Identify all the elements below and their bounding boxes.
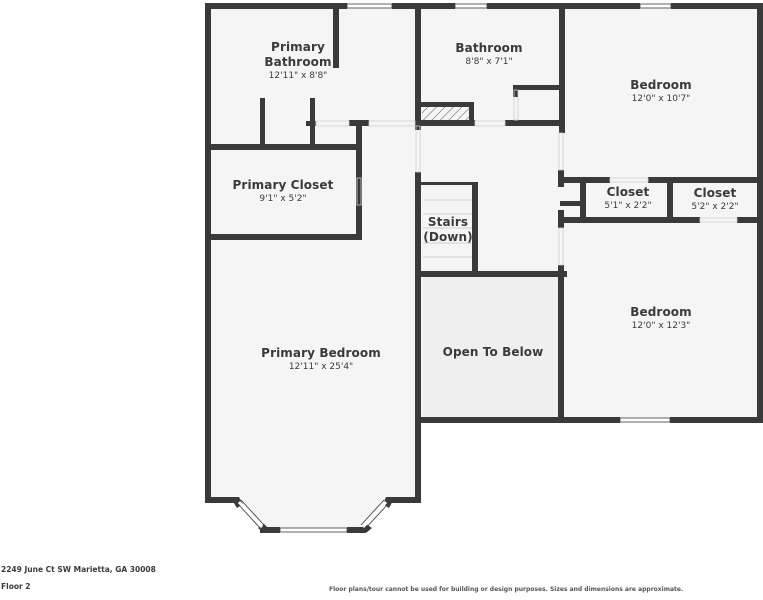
room-name: Closet — [606, 185, 650, 199]
floor-label: Floor 2 — [1, 582, 31, 591]
room-name: Primary Closet — [232, 178, 334, 192]
room-dimensions: 5'2" x 2'2" — [691, 202, 739, 212]
room-bathroom: Bathroom 8'8" x 7'1" — [455, 41, 522, 68]
window — [454, 3, 488, 9]
room-dimensions: 12'11" x 8'8" — [268, 71, 328, 81]
room-name: Open To Below — [442, 345, 544, 359]
room-primary-closet: Primary Closet 9'1" x 5'2" — [233, 178, 334, 205]
room-dimensions: 9'1" x 5'2" — [259, 194, 307, 204]
disclaimer-text: Floor plans/tour cannot be used for buil… — [329, 586, 684, 593]
window — [346, 3, 393, 9]
hatched-fixture — [422, 106, 470, 122]
room-name: Bedroom — [630, 78, 692, 92]
room-dimensions: 8'8" x 7'1" — [465, 57, 513, 67]
room-dimensions: 12'11" x 25'4" — [288, 362, 354, 372]
walls — [205, 3, 763, 533]
room-primary-bathroom: Primary Bathroom 12'11" x 8'8" — [264, 40, 331, 82]
open-to-below-floor — [423, 277, 561, 419]
room-name: Closet — [693, 186, 737, 200]
room-name: (Down) — [423, 230, 473, 244]
window — [279, 527, 348, 533]
address-label: 2249 June Ct SW Marietta, GA 30008 — [1, 565, 156, 574]
room-dimensions: 12'0" x 12'3" — [631, 321, 691, 331]
room-primary-bedroom: Primary Bedroom 12'11" x 25'4" — [261, 346, 381, 373]
room-name: Bathroom — [264, 55, 332, 69]
room-name: Bedroom — [630, 305, 692, 319]
door-openings — [315, 89, 738, 266]
room-bedroom-top: Bedroom 12'0" x 10'7" — [630, 78, 692, 105]
room-closet-1: Closet 5'1" x 2'2" — [604, 185, 651, 212]
room-bedroom-bottom: Bedroom 12'0" x 12'3" — [630, 305, 692, 332]
room-open-to-below: Open To Below — [443, 345, 544, 360]
room-stairs: Stairs (Down) — [423, 215, 472, 245]
window — [619, 417, 671, 423]
window — [639, 3, 672, 9]
room-name: Primary Bedroom — [261, 346, 381, 360]
room-name: Bathroom — [455, 41, 523, 55]
stairs-steps — [423, 199, 474, 258]
room-dimensions: 12'0" x 10'7" — [631, 94, 691, 104]
room-name: Stairs — [427, 215, 469, 229]
room-name: Primary — [271, 40, 325, 54]
floor-areas — [210, 7, 760, 530]
room-dimensions: 5'1" x 2'2" — [604, 201, 652, 211]
windows — [237, 3, 672, 533]
room-closet-2: Closet 5'2" x 2'2" — [691, 186, 738, 213]
